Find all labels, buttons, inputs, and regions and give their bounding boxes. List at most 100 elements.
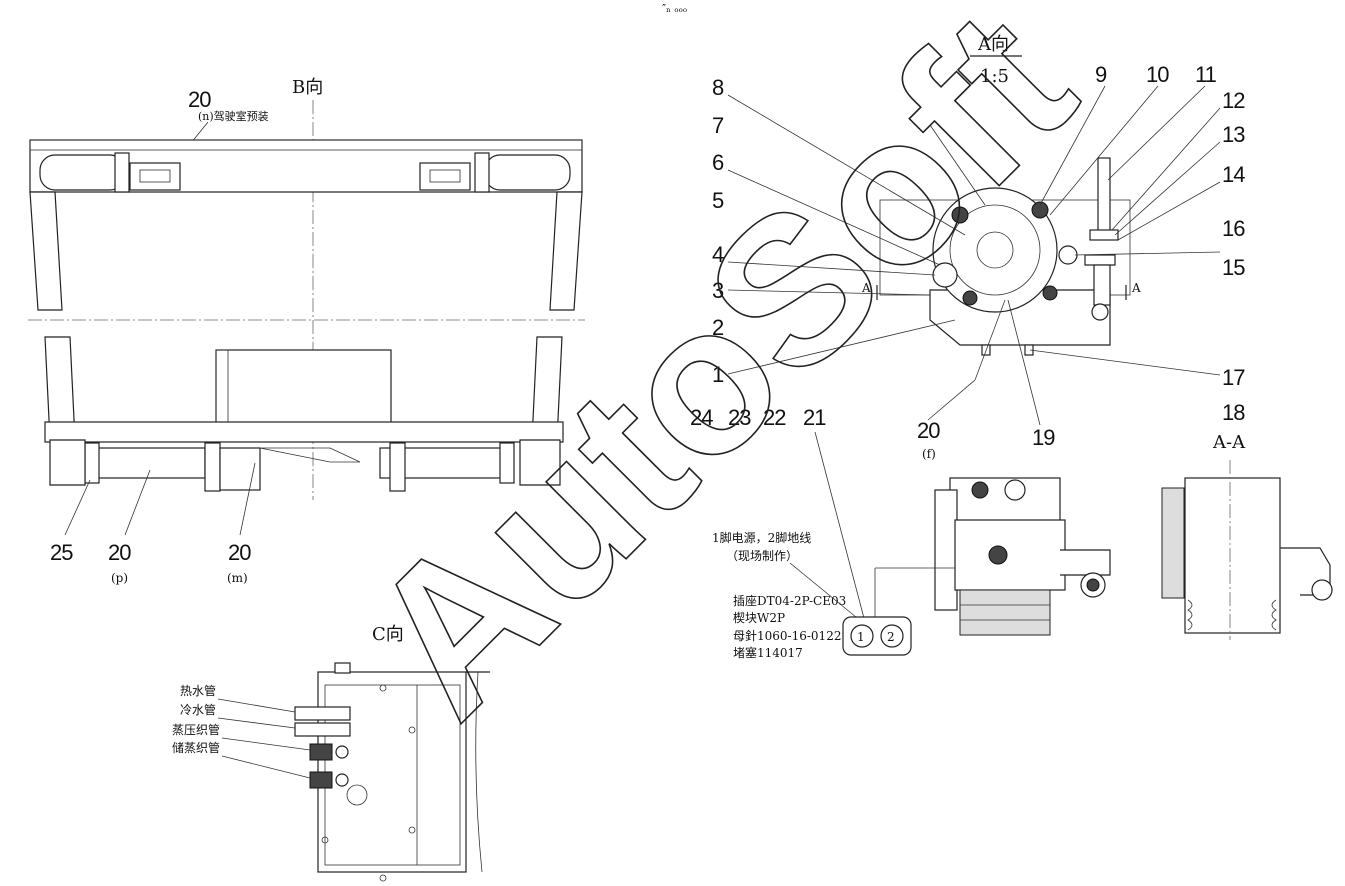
connector-spec-2: 楔块W2P <box>733 611 785 625</box>
leader-line <box>1029 349 1221 376</box>
panel-outer <box>317 671 467 873</box>
leader-line <box>1117 181 1221 241</box>
pipe-evap <box>309 743 333 761</box>
connector-spec-4: 堵塞114017 <box>733 645 803 660</box>
leader-line <box>64 479 91 536</box>
leader-line <box>927 379 976 421</box>
compressor-body <box>954 519 1066 591</box>
callout-22: 22 <box>763 405 786 430</box>
callout-20: 20 <box>917 418 940 443</box>
adjust-rod <box>1097 157 1111 234</box>
duct-elbow <box>219 447 261 491</box>
grille-slot <box>139 169 171 183</box>
grille-right <box>419 162 471 191</box>
view-b-callout-25: 25 <box>50 540 73 565</box>
floor-beam <box>44 421 564 443</box>
cab-frame-edge <box>29 139 583 151</box>
callout-16: 16 <box>1222 216 1245 241</box>
section-aa: A-A <box>1161 432 1333 640</box>
view-b: B向 20 (n)驾驶室预装 <box>28 77 585 585</box>
hose-line <box>929 124 986 206</box>
pipe-label-cold: 冷水管 <box>180 702 216 717</box>
callout-10: 10 <box>1146 62 1169 87</box>
duct-clamp <box>499 442 515 484</box>
leader-line <box>727 289 931 296</box>
leader-line <box>221 737 311 751</box>
section-mark-right: A <box>1131 281 1141 295</box>
view-b-title: B向 <box>292 77 323 98</box>
leader-line <box>217 698 296 713</box>
pulley-ring <box>949 204 1041 296</box>
grille-slot <box>429 169 461 183</box>
view-b-callout-top: 20 <box>188 87 211 112</box>
pulley-hub <box>976 231 1014 269</box>
callout-8: 8 <box>712 75 724 100</box>
leader-line <box>1039 85 1106 206</box>
leader-line <box>239 462 256 536</box>
compressor-side-view <box>874 477 1111 636</box>
view-b-callout-20p: 20 <box>108 540 131 565</box>
adjust-rod-lower <box>1093 264 1111 306</box>
callout-5: 5 <box>712 188 724 213</box>
duct-right <box>484 154 571 191</box>
adjust-nut-section <box>1311 579 1333 601</box>
view-b-callout-20m-sub: (m) <box>227 571 248 585</box>
header-mark: ″ₙ ₒₒₒ <box>662 2 687 15</box>
pipe-evap-end <box>335 745 349 759</box>
duct-end-left <box>49 439 86 486</box>
callout-6: 6 <box>712 150 724 175</box>
arm-bracket <box>1060 549 1111 576</box>
leader-line <box>1049 85 1159 216</box>
bolt <box>1042 285 1058 301</box>
duct-clamp <box>84 442 100 484</box>
screw <box>408 826 416 834</box>
drain-plug <box>988 545 1008 565</box>
hose-line <box>974 299 1006 381</box>
compressor-section <box>1184 477 1281 634</box>
pillar-left <box>29 191 63 311</box>
duct-bracket <box>389 442 406 492</box>
leader-line <box>727 319 956 375</box>
leader-line <box>1111 107 1221 231</box>
connector-note: 1脚电源，2脚地线 （现场制作） 插座DT04-2P-CE03 楔块W2P 母針… <box>712 530 912 660</box>
pin-2 <box>880 624 904 648</box>
leader-line <box>727 261 936 276</box>
callout-23: 23 <box>728 405 751 430</box>
bolt <box>962 290 978 306</box>
duct-end-right <box>519 439 561 486</box>
callout-11: 11 <box>1195 62 1217 87</box>
leader-line <box>727 94 966 236</box>
pin-2-label: 2 <box>887 630 895 644</box>
belt-groove <box>1271 599 1277 631</box>
view-a-scale: 1:5 <box>980 66 1009 87</box>
callout-14: 14 <box>1222 162 1245 187</box>
fitting <box>1004 479 1026 501</box>
pipe-label-receiver: 储蒸织管 <box>172 740 220 755</box>
callout-18: 18 <box>1222 400 1245 425</box>
leader-line <box>124 469 151 536</box>
view-c: C向 热水管 冷水管 蒸压织管 储蒸织管 <box>172 624 490 882</box>
pipe-hot <box>294 706 351 721</box>
leader-line <box>1114 141 1221 236</box>
pin-1 <box>850 624 874 648</box>
leader-line <box>221 755 311 779</box>
screw <box>379 684 387 692</box>
screw <box>408 726 416 734</box>
callout-17: 17 <box>1222 365 1245 390</box>
callout-12: 12 <box>1222 88 1245 113</box>
section-mark-left: A <box>861 281 871 295</box>
break-curve <box>475 671 483 873</box>
callout-21: 21 <box>803 405 826 430</box>
mount-plate-section <box>1161 487 1185 599</box>
tensioner-nut <box>1058 245 1078 265</box>
compressor-head <box>949 477 1061 524</box>
view-b-callout-20m: 20 <box>228 540 251 565</box>
view-c-title: C向 <box>372 624 404 645</box>
duct-lower-left <box>84 447 206 479</box>
screw <box>379 874 387 882</box>
pipe-cold <box>294 722 351 737</box>
rod-nut <box>1089 229 1119 241</box>
duct-clamp <box>114 152 130 193</box>
leader-line <box>727 169 941 266</box>
